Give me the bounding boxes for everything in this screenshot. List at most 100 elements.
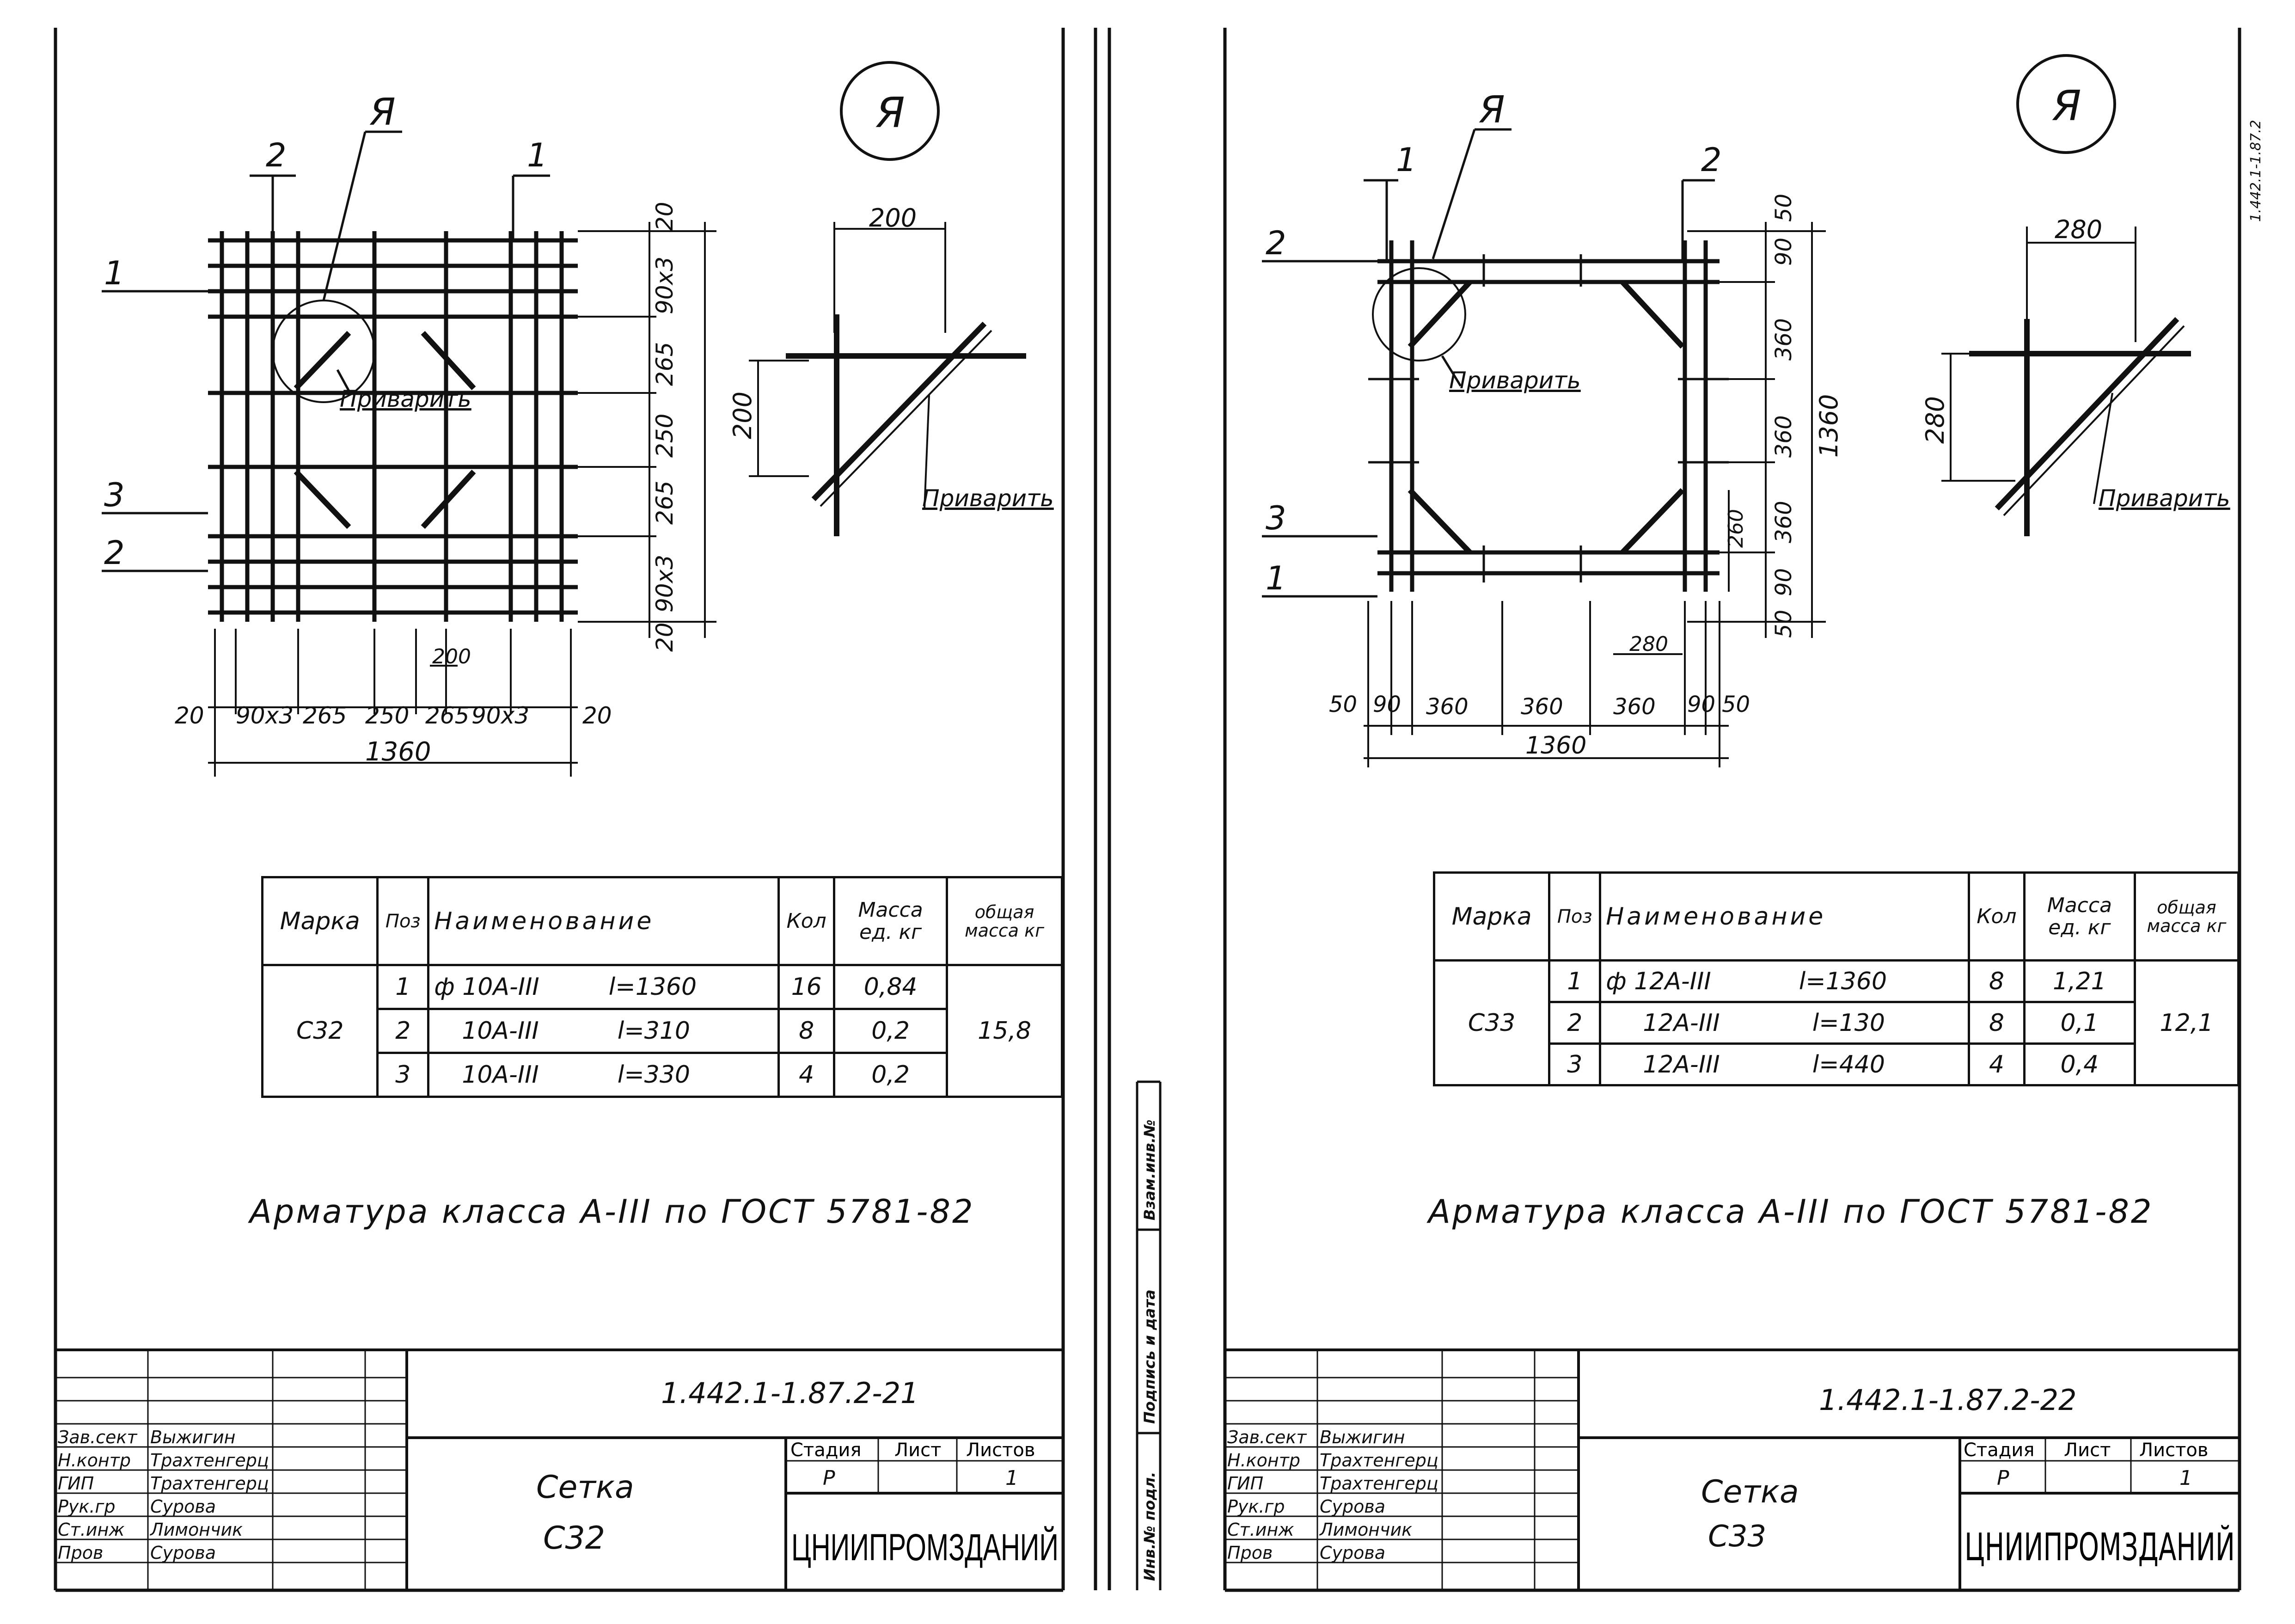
row-len: l=440 [1812,1050,1885,1079]
row-name: 12А-III [1643,1009,1720,1037]
dim-right-7: 50 [1771,610,1797,638]
row-mass: 0,2 [833,1008,949,1054]
rebar-note: Арматура класса А-III по ГОСТ 5781-82 [1428,1193,2154,1231]
row-qty: 16 [777,964,836,1010]
dim-200: 200 [432,645,471,668]
subtitle: С32 [543,1520,605,1557]
dim-bottom-2: 90 [1373,692,1401,717]
view-callout: Я [369,91,396,134]
dim-right-7: 20 [651,622,678,652]
dim-bottom-1: 50 [1329,692,1357,717]
dim-260: 260 [1724,509,1748,548]
tb-name-6: Сурова [150,1543,216,1563]
bar-label-top-1: 1 [1396,141,1417,179]
tb-role-5: Ст.инж [58,1520,125,1540]
row-name: 12А-III [1643,1050,1720,1079]
tb-role-3: ГИП [58,1473,94,1494]
dim-bottom-5: 265 [425,702,469,729]
tb-name-6: Сурова [1320,1543,1385,1563]
sheets-header: Листов [2139,1440,2208,1461]
bar-label-top-2: 2 [1701,141,1722,179]
tb-name-1: Выжигин [150,1427,236,1447]
row-pos: 2 [1548,1001,1602,1045]
center-divider: Взам.инв.№ Подпись и дата Инв.№ подл. [1094,28,1162,1590]
row-mass: 0,2 [833,1052,949,1098]
row-name: 10А-III [462,1017,539,1045]
drawing-code: 1.442.1-1.87.2-22 [1819,1383,2077,1417]
detail-dim-side: 280 [1921,396,1950,444]
th-mass: Масса ед. кг [2023,871,2136,962]
row-mass: 0,4 [2023,1042,2136,1086]
row-qty: 4 [777,1052,836,1098]
dim-bottom-3: 360 [1426,694,1469,720]
bar-label-top-1: 2 [266,136,287,174]
bar-label-top-2: 1 [527,136,548,174]
weld-note: Приварить [340,386,471,412]
corner-code: 1.442.1-1.87.2 [2248,120,2264,222]
total-cell: 15,8 [946,964,1063,1098]
th-name: Наименование [427,876,780,966]
row-qty: 8 [1968,959,2026,1003]
row-len: l=330 [617,1061,691,1089]
tb-role-6: Пров [1227,1543,1273,1563]
section-label: Я [2052,82,2081,130]
stage-header: Стадия [790,1440,861,1461]
tb-name-3: Трахтенгерц [150,1473,269,1494]
th-mark: Марка [261,876,379,966]
section-weld-note: Приварить [2099,485,2230,512]
rebar-note: Арматура класса А-III по ГОСТ 5781-82 [250,1193,975,1231]
row-pos: 3 [1548,1042,1602,1086]
dim-right-6: 90x3 [651,555,678,613]
tb-name-4: Сурова [1320,1496,1385,1517]
left-sheet-drawing: 2 1 Я 1 3 2 Приварить 200 20 90x3 265 25… [54,28,1065,1592]
dim-bottom-6: 90x3 [471,702,529,729]
bar-label-left-3: 2 [104,534,125,572]
dim-total-bottom: 1360 [1525,732,1586,760]
th-total: общая масса кг [946,876,1063,966]
row-len: l=1360 [1799,967,1887,995]
detail-dim-top: 200 [869,203,917,233]
dim-right-2: 90 [1771,238,1797,266]
dim-right-3: 265 [651,342,678,386]
detail-dim-top: 280 [2055,215,2102,244]
row-qty: 8 [1968,1001,2026,1045]
row-name: ф 12А-III [1606,967,1711,995]
tb-role-2: Н.контр [58,1450,131,1471]
tb-name-2: Трахтенгерц [1320,1450,1438,1471]
dim-280: 280 [1629,632,1668,656]
dim-right-4: 250 [651,414,678,458]
dim-bottom-7: 50 [1722,692,1750,717]
tb-name-2: Трахтенгерц [150,1450,269,1471]
tb-name-5: Лимончик [149,1520,243,1540]
sheets-value: 1 [2179,1466,2192,1490]
sheet-header: Лист [894,1440,941,1461]
bar-label-left-1: 2 [1266,224,1286,262]
dim-right-2: 90x3 [651,257,678,314]
subtitle: С33 [1708,1520,1766,1554]
bar-label-left-3: 1 [1266,559,1286,597]
dim-right-3: 360 [1771,318,1797,361]
tb-role-1: Зав.сект [1227,1427,1307,1447]
dim-total-bottom: 1360 [365,737,431,767]
row-pos: 3 [376,1052,430,1098]
org-name: ЦНИИПРОМЗДАНИЙ [791,1526,1059,1569]
th-mark: Марка [1432,871,1551,962]
th-qty: Кол [1968,871,2026,962]
row-mass: 0,1 [2023,1001,2136,1045]
bar-label-left-1: 1 [104,254,125,292]
detail-dim-side: 200 [728,392,757,439]
section-label: Я [875,89,905,137]
dim-bottom-4: 250 [365,702,409,729]
th-mass: Масса ед. кг [833,876,949,966]
bar-label-left-2: 3 [1266,499,1286,537]
section-weld-note: Приварить [922,485,1054,512]
tb-name-3: Трахтенгерц [1320,1473,1438,1494]
mesh-plan-c32 [208,231,578,622]
dim-bottom-4: 360 [1521,694,1563,720]
tb-role-4: Рук.гр [1227,1496,1285,1517]
tb-name-5: Лимончик [1319,1520,1412,1540]
view-callout: Я [1479,88,1505,131]
right-sheet-drawing: 1.442.1-1.87.2 1 2 Я 2 3 1 Приварить [1223,28,2264,1592]
stage-value: Р [1997,1466,2009,1490]
th-pos: Поз [376,876,430,966]
